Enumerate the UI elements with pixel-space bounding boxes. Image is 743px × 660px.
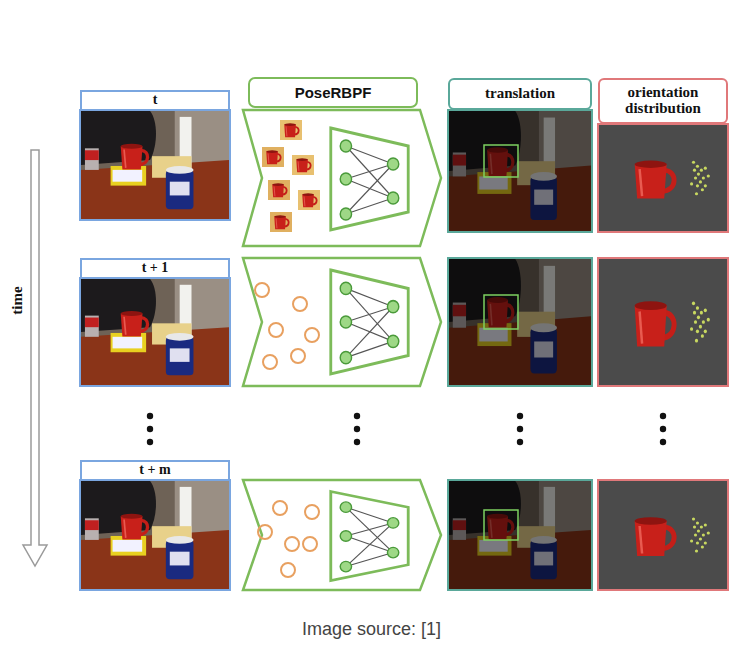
header-box: PoseRBPF (248, 77, 418, 108)
input-images (80, 110, 230, 590)
header-box: orientation distribution (598, 78, 728, 124)
particles (255, 283, 319, 577)
header-box: translation (448, 78, 592, 110)
header-text: t + m (139, 463, 170, 478)
header-text: orientation distribution (604, 85, 722, 117)
translation-images (448, 110, 592, 590)
neural-networks (331, 128, 408, 581)
header-text: t (153, 93, 158, 108)
particle-crops (262, 120, 320, 232)
header-text: translation (485, 86, 555, 102)
header-text: t + 1 (142, 261, 169, 276)
header-box: t + m (80, 460, 230, 481)
axis-label: time (8, 286, 25, 314)
caption: Image source: [1] (0, 619, 743, 640)
header-text: PoseRBPF (295, 85, 372, 101)
header-box: t (80, 90, 230, 111)
time-arrow (23, 150, 47, 566)
ellipsis-dots (147, 413, 666, 445)
orientation-images (598, 124, 728, 590)
poserbpf-blocks (243, 110, 441, 590)
header-box: t + 1 (80, 258, 230, 279)
